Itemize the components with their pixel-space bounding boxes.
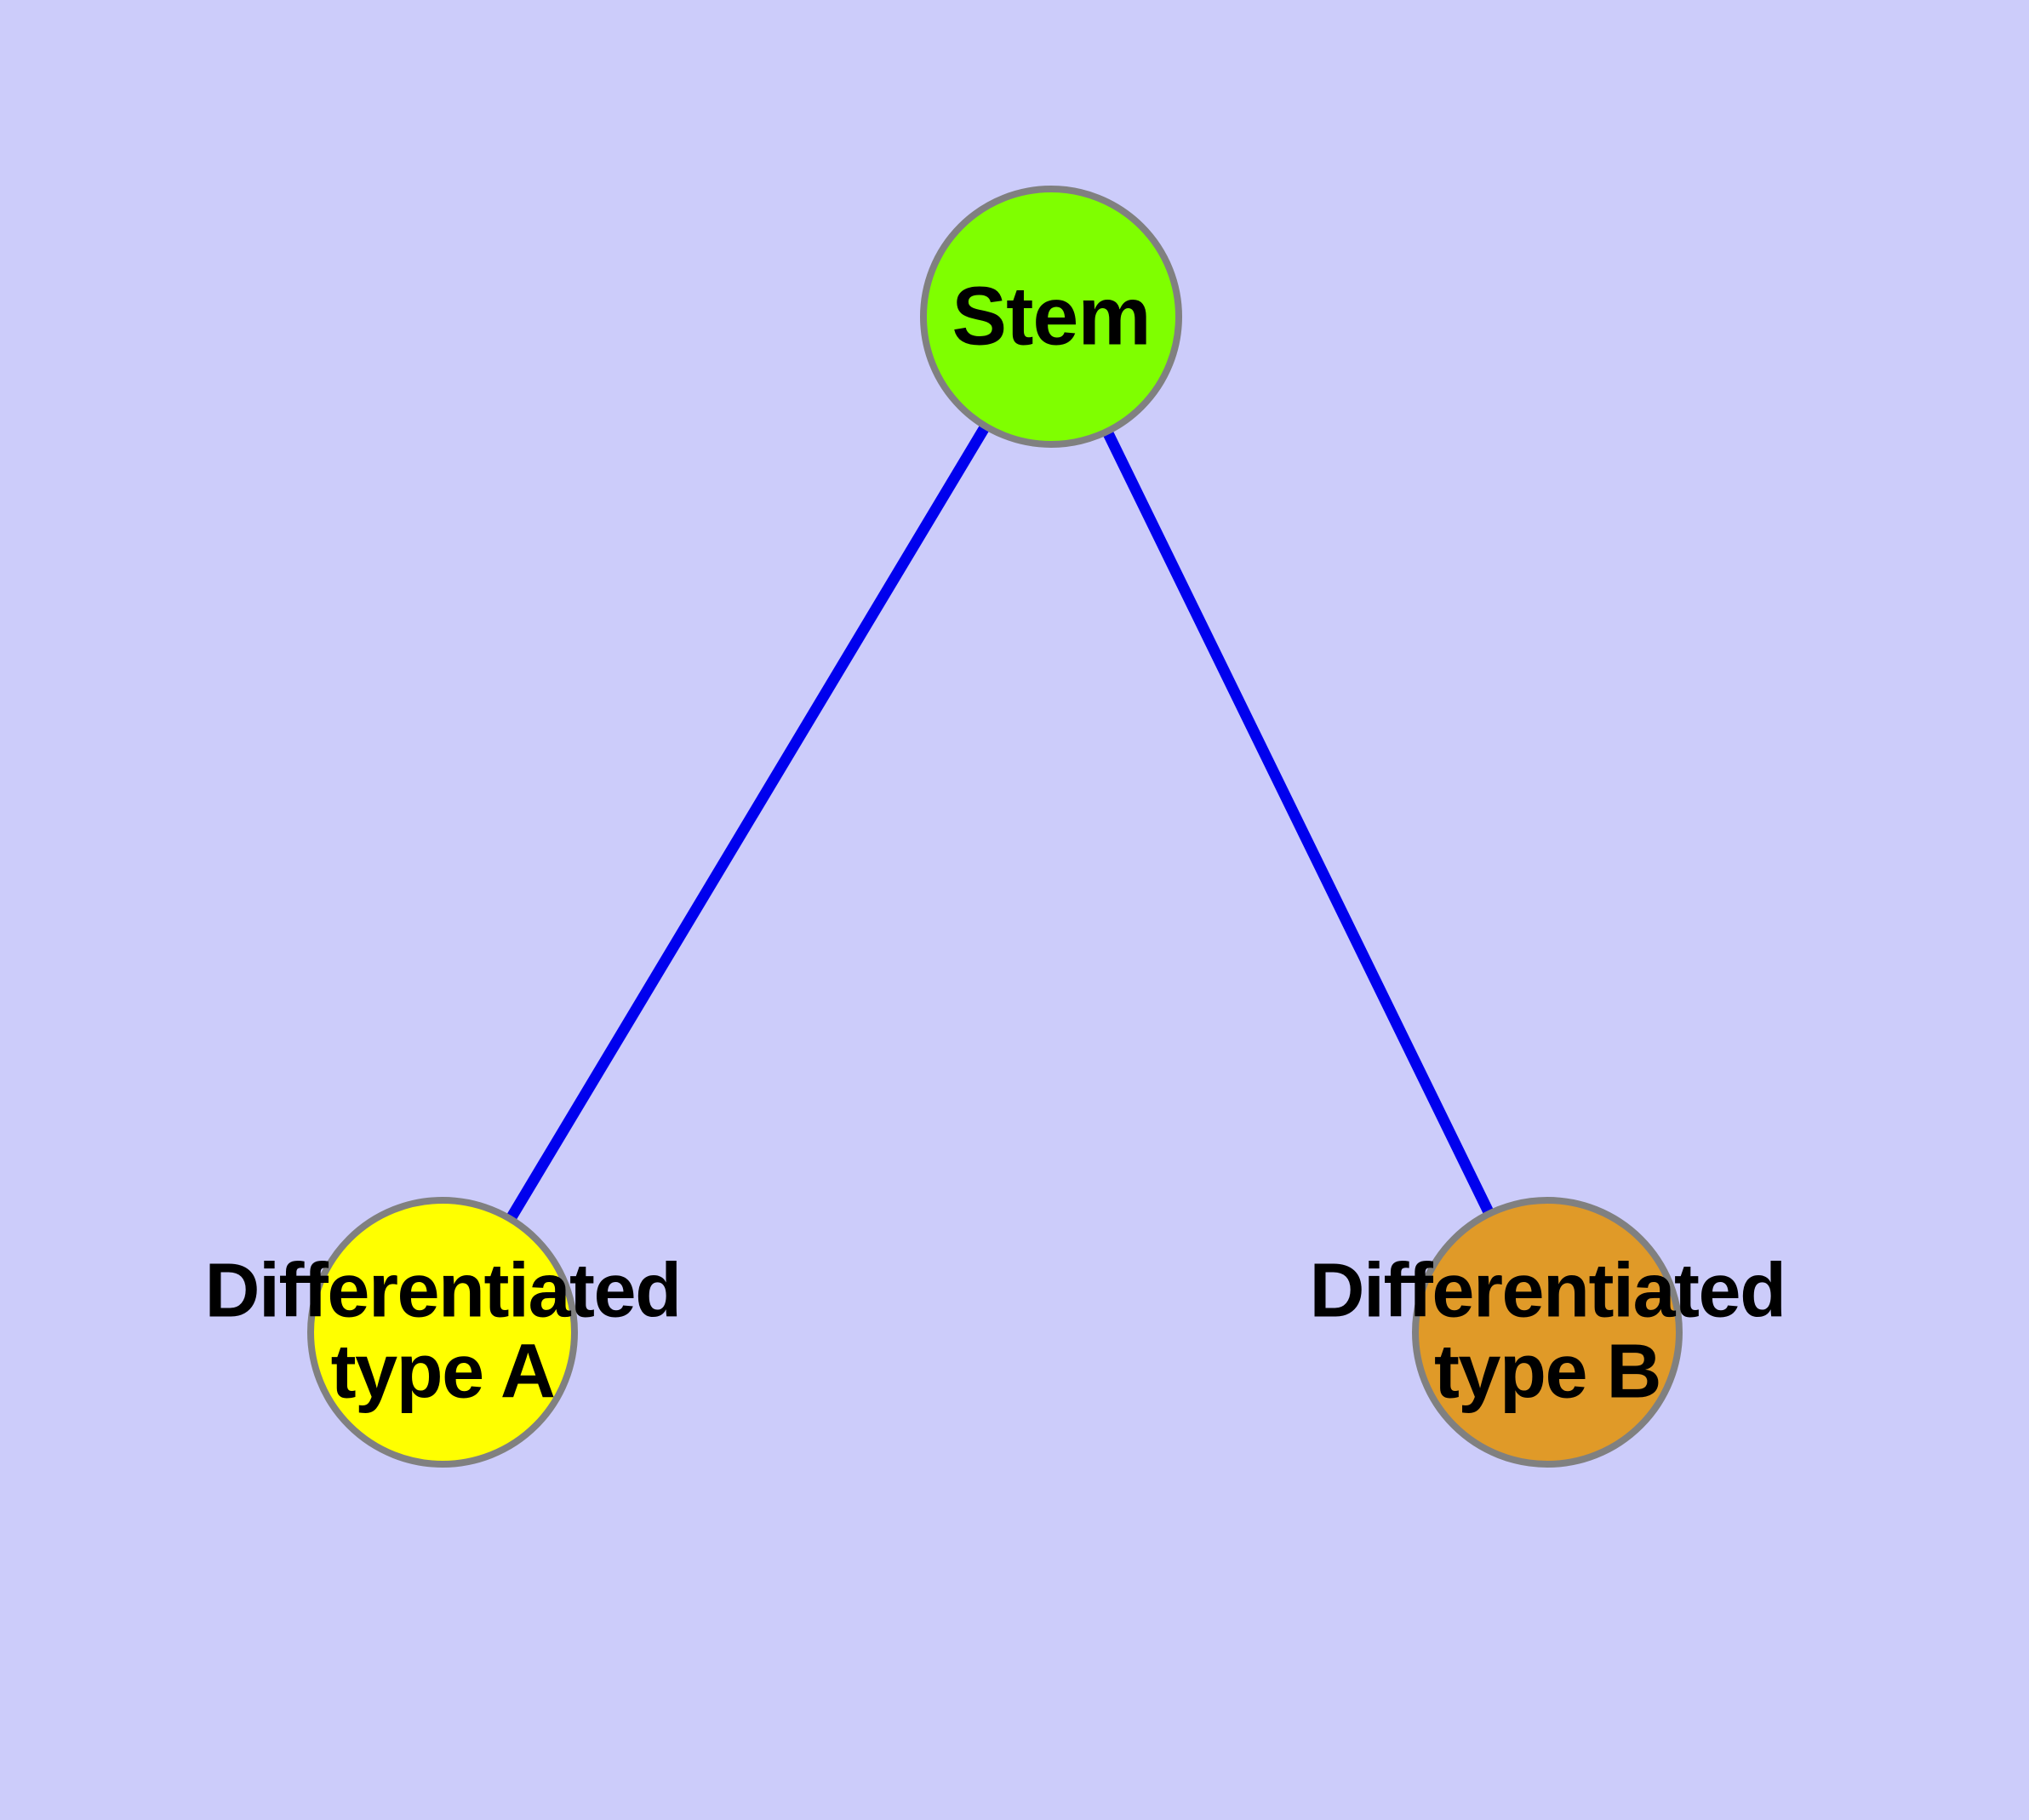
edge-stem-to-type-a[interactable] [506,423,991,1222]
node-type-a[interactable] [307,1197,578,1468]
node-type-b[interactable] [1412,1197,1683,1468]
node-layer [307,186,1683,1468]
edge-layer [506,423,1495,1222]
edge-stem-to-type-b[interactable] [1102,428,1495,1216]
node-stem[interactable] [920,186,1182,448]
